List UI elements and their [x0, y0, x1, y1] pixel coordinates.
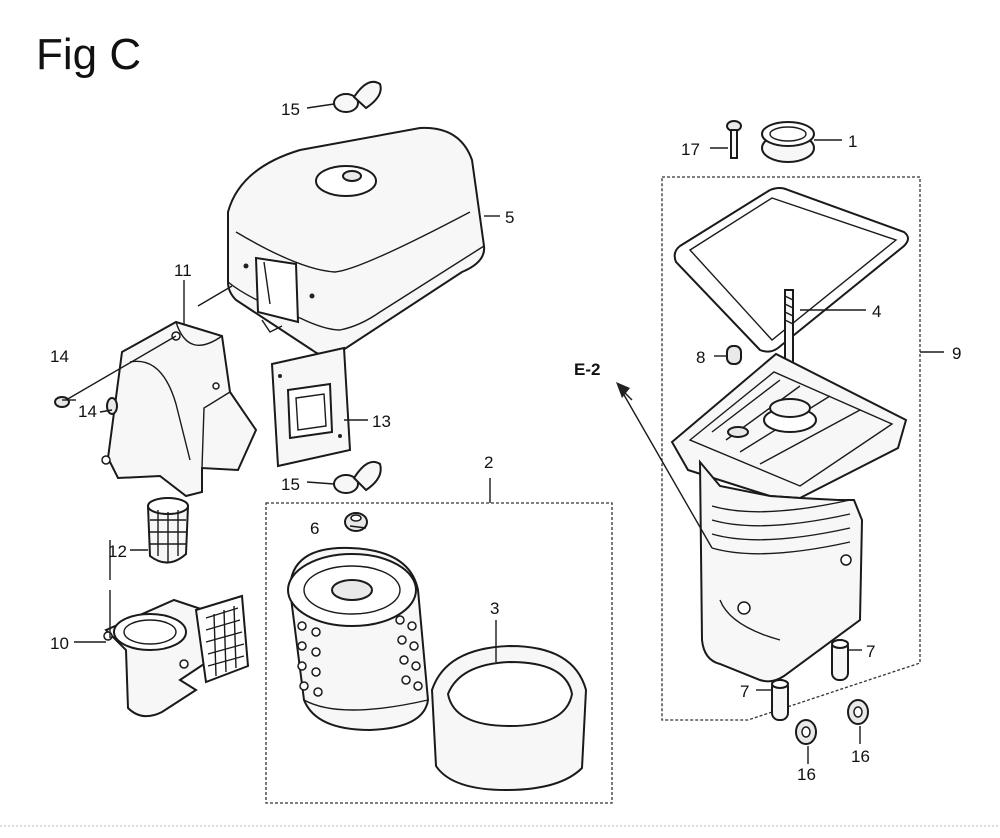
leader-lines	[62, 103, 944, 764]
collar-ring	[761, 121, 815, 163]
paper-filter-element	[287, 546, 430, 732]
callout-12: 12	[108, 542, 127, 561]
callout-7-left: 7	[740, 682, 749, 701]
inlet-strainer	[146, 497, 190, 564]
intake-elbow-base	[103, 540, 250, 718]
cover-gasket-plate	[270, 346, 352, 468]
callout-8: 8	[696, 348, 705, 367]
callout-3: 3	[490, 599, 499, 618]
callout-15-lower: 15	[281, 475, 300, 494]
air-cleaner-case-group-box	[661, 176, 921, 721]
nut-16-left	[795, 719, 817, 745]
callout-9: 9	[952, 344, 961, 363]
foam-pre-cleaner	[430, 644, 588, 792]
figure-title: Fig C	[36, 30, 142, 79]
callout-14-lower: 14	[78, 402, 97, 421]
filter-perforations	[297, 615, 423, 697]
wing-nut-top	[333, 80, 382, 113]
callout-13: 13	[372, 412, 391, 431]
callout-6: 6	[310, 519, 319, 538]
wing-nut-lower	[333, 460, 382, 494]
callout-11: 11	[174, 261, 192, 280]
pin-8	[726, 345, 742, 365]
air-cleaner-cover	[227, 126, 486, 357]
reference-label-e2: E-2	[574, 360, 600, 379]
callout-17: 17	[681, 140, 700, 159]
callout-16-left: 16	[797, 765, 816, 784]
intake-duct-cover	[101, 320, 258, 498]
callout-5: 5	[505, 208, 514, 227]
callout-10: 10	[50, 634, 69, 653]
filter-element-group-box	[265, 502, 613, 804]
screw-17	[726, 120, 742, 159]
callout-16-right: 16	[851, 747, 870, 766]
case-gasket	[673, 187, 909, 353]
callout-7-right: 7	[866, 642, 875, 661]
dowel-7-right	[831, 639, 849, 681]
air-cleaner-case	[670, 352, 908, 683]
callout-1: 1	[848, 132, 857, 151]
callout-14-upper: 14	[50, 347, 69, 366]
callout-2: 2	[484, 453, 493, 472]
dowel-7-left	[771, 679, 789, 721]
nut-16-right	[847, 699, 869, 725]
callout-4: 4	[872, 302, 881, 321]
callout-15-top: 15	[281, 100, 300, 119]
bolt-14-lower	[106, 397, 118, 415]
